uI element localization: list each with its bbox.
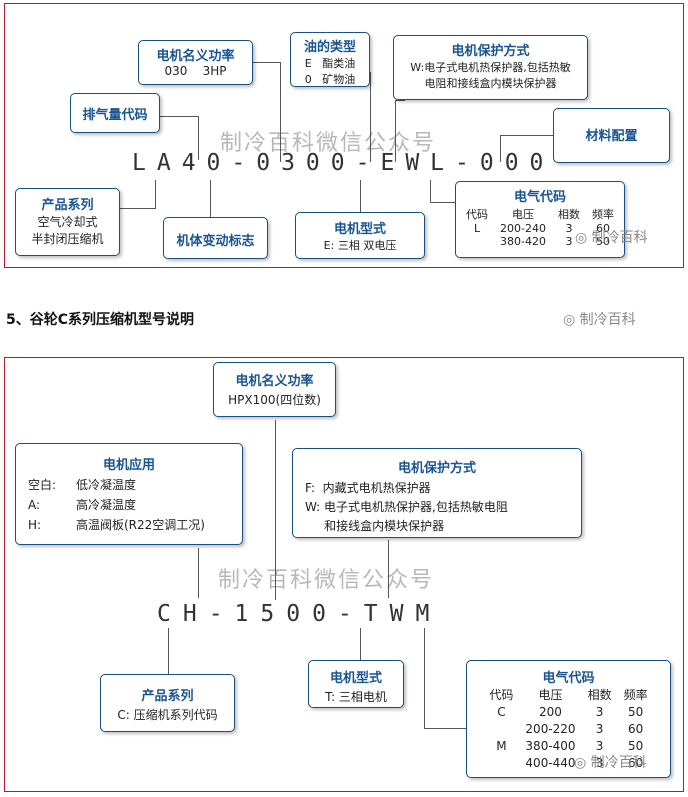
motor-application-box: 电机应用 空白:低冷凝温度 A:高冷凝温度 H:高温阀板(R22空调工况) (15, 443, 243, 545)
product-series-box: 产品系列 空气冷却式 半封闭压缩机 (15, 188, 120, 256)
oil-type-line: E 酯类油 (304, 57, 356, 70)
table-row: 380-420 3 50 (500, 235, 610, 248)
displacement-code-box: 排气量代码 (70, 93, 160, 133)
motor-power-title: 电机名义功率 (235, 374, 314, 389)
material-config-title: 材料配置 (585, 129, 638, 144)
application-row: A:高冷凝温度 (28, 498, 137, 512)
connector-line (155, 180, 156, 208)
application-row: 空白:低冷凝温度 (28, 478, 137, 492)
connector-line (168, 628, 169, 674)
product-series-title: 产品系列 (41, 198, 94, 213)
connector-line (370, 72, 371, 162)
table-header: 代码 (489, 688, 514, 702)
connector-line (275, 420, 276, 600)
middle-badge-text: 制冷百科 (579, 312, 636, 328)
product-series-line: 空气冷却式 (37, 215, 98, 229)
oil-type-title: 油的类型 (303, 40, 356, 55)
product-series-line: 半封闭压缩机 (31, 232, 104, 246)
motor-protection-line: F: 内藏式电机热保护器 (305, 481, 431, 495)
connector-line (210, 180, 211, 217)
motor-protection-box: 电机保护方式 W:电子式电机热保护器,包括热敏 电阻和接线盒内模块保护器 (393, 35, 588, 100)
motor-protection-line: W: 电子式电机热保护器,包括热敏电阻 (305, 500, 508, 514)
motor-protection-title: 电机保护方式 (451, 44, 530, 59)
motor-protection-line: 和接线盒内模块保护器 (305, 519, 445, 533)
motor-type-value: T: 三相电机 (325, 690, 387, 704)
middle-watermark-badge: ◎ 制冷百科 (563, 309, 636, 329)
electrical-code-title: 电气代码 (513, 190, 566, 205)
connector-line (500, 135, 501, 162)
motor-power-value: 030 3HP (164, 64, 227, 78)
electrical-code-table: 代码 电压 相数 频率 L 200-240 3 60 380-420 3 50 (460, 206, 620, 248)
table-row: C 200 3 50 (497, 705, 644, 719)
connector-line (252, 62, 280, 63)
motor-power-value: HPX100(四位数) (228, 393, 321, 407)
electrical-code-table: 代码 电压 相数 频率 C 200 3 50 200-220 3 60 M 38… (483, 687, 653, 772)
top-badge-text: 制冷百科 (591, 230, 648, 246)
oil-type-line: 0 矿物油 (304, 73, 356, 86)
wechat-icon: ◎ (563, 312, 576, 328)
connector-line (198, 116, 199, 160)
bottom-watermark-badge: ◎ 制冷百科 (574, 752, 647, 772)
motor-protection-box: 电机保护方式 F: 内藏式电机热保护器 W: 电子式电机热保护器,包括热敏电阻 … (292, 448, 582, 538)
material-config-box: 材料配置 (553, 108, 670, 163)
motor-type-title: 电机型式 (333, 222, 386, 237)
connector-line (500, 135, 555, 136)
motor-power-title: 电机名义功率 (156, 49, 235, 64)
body-variant-title: 机体变动标志 (176, 234, 255, 249)
connector-line (280, 62, 281, 162)
product-series-title: 产品系列 (141, 689, 194, 704)
connector-line (424, 728, 468, 729)
bottom-badge-text: 制冷百科 (590, 755, 647, 771)
top-watermark-badge: ◎ 制冷百科 (575, 227, 648, 247)
table-header: 相数 (557, 208, 580, 221)
motor-application-title: 电机应用 (102, 458, 155, 473)
connector-line (360, 628, 361, 660)
product-series-value: C: 压缩机系列代码 (117, 708, 218, 722)
table-header: 频率 (623, 688, 648, 702)
bottom-watermark: 制冷百科微信公众号 (218, 568, 435, 593)
motor-protection-title: 电机保护方式 (397, 461, 476, 476)
table-header: 相数 (587, 688, 612, 702)
section-heading: 5、谷轮C系列压缩机型号说明 (6, 312, 195, 328)
motor-protection-line: 电阻和接线盒内模块保护器 (424, 77, 557, 90)
electrical-code-box: 电气代码 代码 电压 相数 频率 C 200 3 50 200-220 3 60… (466, 660, 671, 778)
application-row: H:高温阀板(R22空调工况) (28, 518, 205, 532)
wechat-icon: ◎ (575, 230, 588, 246)
table-row: 200-220 3 60 (525, 722, 644, 736)
top-watermark: 制冷百科微信公众号 (220, 131, 437, 156)
product-series-box: 产品系列 C: 压缩机系列代码 (100, 674, 235, 732)
motor-type-box: 电机型式 T: 三相电机 (308, 660, 404, 708)
oil-type-box: 油的类型 E 酯类油 0 矿物油 (290, 32, 370, 87)
connector-line (388, 540, 389, 598)
connector-line (395, 100, 396, 162)
connector-line (430, 202, 458, 203)
connector-line (430, 180, 431, 202)
motor-type-value: E: 三相 双电压 (323, 239, 397, 252)
connector-line (395, 100, 405, 101)
electrical-code-title: 电气代码 (542, 671, 595, 686)
wechat-icon: ◎ (574, 755, 587, 771)
electrical-code-box: 电气代码 代码 电压 相数 频率 L 200-240 3 60 380-420 … (455, 181, 625, 258)
bottom-model-code: CH-1500-TWM (157, 601, 442, 627)
table-header: 代码 (466, 208, 489, 221)
connector-line (120, 208, 156, 209)
connector-line (160, 116, 198, 117)
body-variant-box: 机体变动标志 (163, 217, 268, 259)
connector-line (198, 548, 199, 598)
table-row: M 380-400 3 50 (496, 739, 644, 753)
motor-power-box: 电机名义功率 030 3HP (138, 40, 253, 85)
table-row: L 200-240 3 60 (473, 222, 610, 235)
motor-type-title: 电机型式 (329, 671, 382, 686)
table-header: 频率 (591, 208, 614, 221)
motor-protection-line: W:电子式电机热保护器,包括热敏 (410, 61, 571, 74)
connector-line (360, 180, 361, 212)
connector-line (424, 628, 425, 728)
table-header: 电压 (538, 688, 563, 702)
table-header: 电压 (512, 208, 534, 221)
displacement-code-title: 排气量代码 (82, 108, 148, 123)
motor-type-box: 电机型式 E: 三相 双电压 (295, 212, 425, 259)
motor-power-box: 电机名义功率 HPX100(四位数) (213, 362, 336, 417)
table-row: 400-440 3 60 (525, 756, 644, 770)
top-model-code: LA40-0300-EWL-000 (132, 150, 555, 176)
